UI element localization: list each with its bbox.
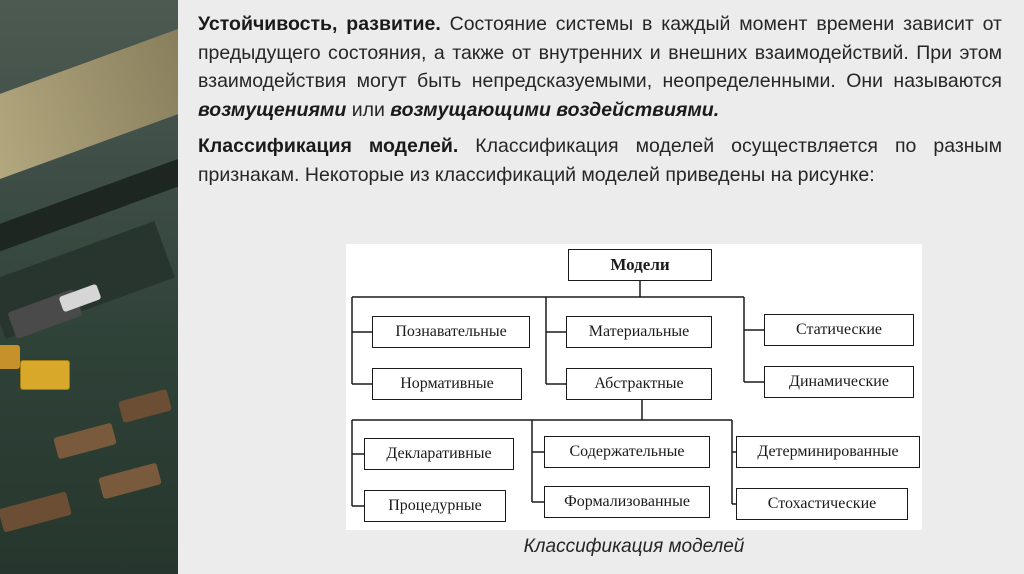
- figure-caption: Классификация моделей: [523, 536, 745, 557]
- term-disturbing-actions: возмущающими воздействиями.: [390, 98, 720, 121]
- box-stochastic: Стохастические: [736, 488, 908, 520]
- box-abstract: Абстрактные: [566, 368, 712, 400]
- circuit-board-photo: [0, 0, 178, 574]
- paragraph-stability-text1: Состояние системы в каждый момент времен…: [198, 13, 1002, 92]
- paragraph-classification: Классификация моделей. Классификация мод…: [198, 132, 1002, 189]
- paragraph-classification-text: Классификация моделей осуществляется по …: [198, 135, 1002, 186]
- box-models: Модели: [568, 249, 712, 281]
- box-cognitive: Познавательные: [372, 316, 530, 348]
- box-static: Статические: [764, 314, 914, 346]
- box-deterministic: Детерминированные: [736, 436, 920, 468]
- slide-text: Устойчивость, развитие. Состояние систем…: [198, 10, 1002, 189]
- box-procedural: Процедурные: [364, 490, 506, 522]
- box-normative: Нормативные: [372, 368, 522, 400]
- box-material: Материальные: [566, 316, 712, 348]
- box-formalized: Формализованные: [544, 486, 710, 518]
- models-classification-diagram: Модели Познавательные Нормативные Матери…: [346, 244, 922, 530]
- diagram-connectors: [351, 280, 764, 507]
- paragraph-stability-lead: Устойчивость, развитие.: [198, 13, 441, 35]
- paragraph-stability: Устойчивость, развитие. Состояние систем…: [198, 10, 1002, 124]
- paragraph-classification-lead: Классификация моделей.: [198, 135, 459, 157]
- box-meaningful: Содержательные: [544, 436, 710, 468]
- term-disturbances: возмущениями: [198, 98, 347, 121]
- box-dynamic: Динамические: [764, 366, 914, 398]
- box-declarative: Декларативные: [364, 438, 514, 470]
- paragraph-stability-text2: или: [346, 98, 391, 121]
